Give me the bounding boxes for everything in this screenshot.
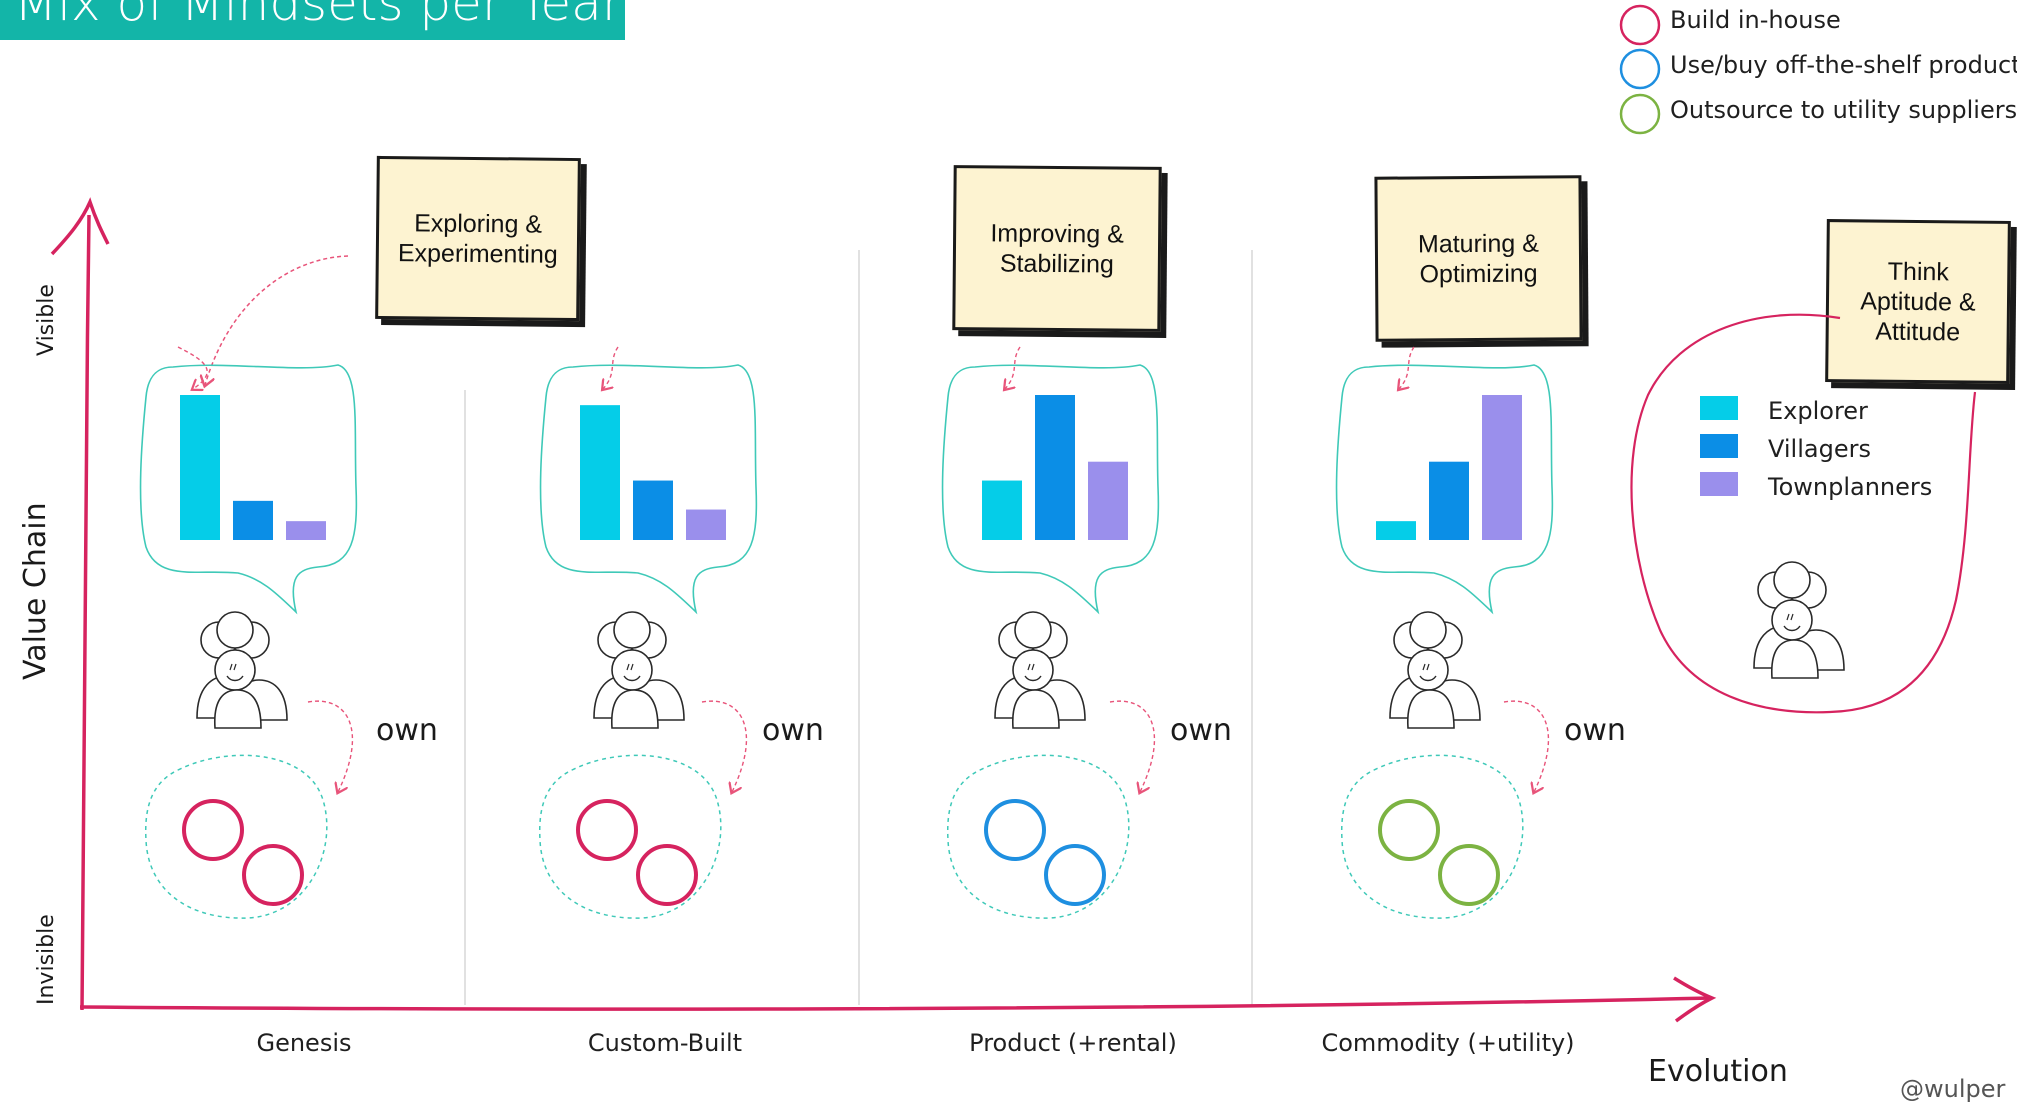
bar-townplanners — [686, 509, 726, 540]
bar-legend-villagers-label: Villagers — [1768, 435, 1871, 463]
legend-buy-swatch — [1619, 48, 1661, 90]
own-label-product: own — [1170, 713, 1232, 748]
ownership-blob — [538, 754, 722, 919]
own-label-custom-built: own — [762, 713, 824, 748]
bar-villagers — [633, 480, 673, 540]
bubble-arrow — [1399, 346, 1415, 389]
own-arrow — [1109, 700, 1156, 792]
legend-outsource-label: Outsource to utility suppliers — [1670, 96, 2017, 124]
bar-townplanners — [286, 521, 326, 540]
bubble-arrow — [1005, 346, 1021, 389]
owned-component-circle — [1378, 799, 1440, 861]
bar-explorer — [982, 480, 1022, 540]
x-axis-line — [79, 996, 1713, 1011]
stage-group-1 — [538, 346, 758, 919]
bar-legend-townplanners-swatch — [1700, 472, 1738, 496]
owned-component-circle — [984, 799, 1046, 861]
legend-build-label: Build in-house — [1670, 6, 1841, 34]
note-to-chart-arrow — [205, 255, 349, 385]
bar-townplanners — [1482, 395, 1522, 540]
stage-group-3 — [1335, 346, 1554, 919]
ownership-blob — [1340, 754, 1524, 919]
legend-buy-label: Use/buy off-the-shelf product — [1670, 51, 2017, 79]
y-axis-arrowhead — [50, 197, 110, 256]
stage-label-genesis: Genesis — [256, 1029, 352, 1057]
bar-villagers — [1035, 395, 1075, 540]
owned-component-circle — [182, 799, 244, 861]
chart-bubble — [1335, 364, 1554, 615]
page-title: Mix of Mindsets per Team — [0, 0, 651, 40]
legend-outsource-swatch — [1619, 93, 1661, 135]
bar-legend-explorer-label: Explorer — [1768, 397, 1868, 425]
ownership-blob — [144, 754, 328, 919]
own-label-genesis: own — [376, 713, 438, 748]
stage-label-custom-built: Custom-Built — [587, 1029, 743, 1057]
bar-explorer — [180, 395, 220, 540]
team-icon — [1753, 561, 1845, 679]
owned-component-circle — [1044, 844, 1106, 906]
ownership-blob — [946, 754, 1130, 919]
bar-legend-villagers-swatch — [1700, 434, 1738, 458]
team-icon — [994, 611, 1086, 729]
owned-component-circle — [242, 844, 304, 906]
bar-villagers — [233, 500, 273, 540]
x-axis-label: Evolution — [1648, 1054, 1788, 1089]
chart-bubble — [539, 364, 758, 615]
team-icon — [196, 611, 288, 729]
stage-label-product: Product (+rental) — [969, 1029, 1177, 1057]
stage-group-2 — [941, 346, 1160, 919]
bar-legend-explorer-swatch — [1700, 396, 1738, 420]
own-arrow — [701, 700, 748, 792]
bubble-arrow — [177, 346, 208, 389]
chart-bubble — [139, 364, 358, 615]
stage-label-commodity: Commodity (+utility) — [1321, 1029, 1575, 1057]
bar-explorer — [580, 405, 620, 540]
owned-component-circle — [576, 799, 638, 861]
own-arrow — [1503, 700, 1550, 792]
y-axis-line — [80, 214, 91, 1011]
own-arrow — [307, 700, 354, 792]
stage-group-0 — [139, 346, 358, 919]
own-label-commodity: own — [1564, 713, 1626, 748]
owned-component-circle — [1438, 844, 1500, 906]
chart-bubble — [941, 364, 1160, 615]
team-icon — [593, 611, 685, 729]
owned-component-circle — [636, 844, 698, 906]
bar-villagers — [1429, 461, 1469, 540]
bar-explorer — [1376, 521, 1416, 540]
think-loop — [1630, 313, 1977, 714]
team-icon — [1389, 611, 1481, 729]
legend-build-swatch — [1619, 4, 1661, 46]
x-axis-arrowhead — [1673, 976, 1717, 1023]
bar-townplanners — [1088, 461, 1128, 540]
bubble-arrow — [603, 346, 619, 389]
bar-legend-townplanners-label: Townplanners — [1768, 473, 1933, 501]
